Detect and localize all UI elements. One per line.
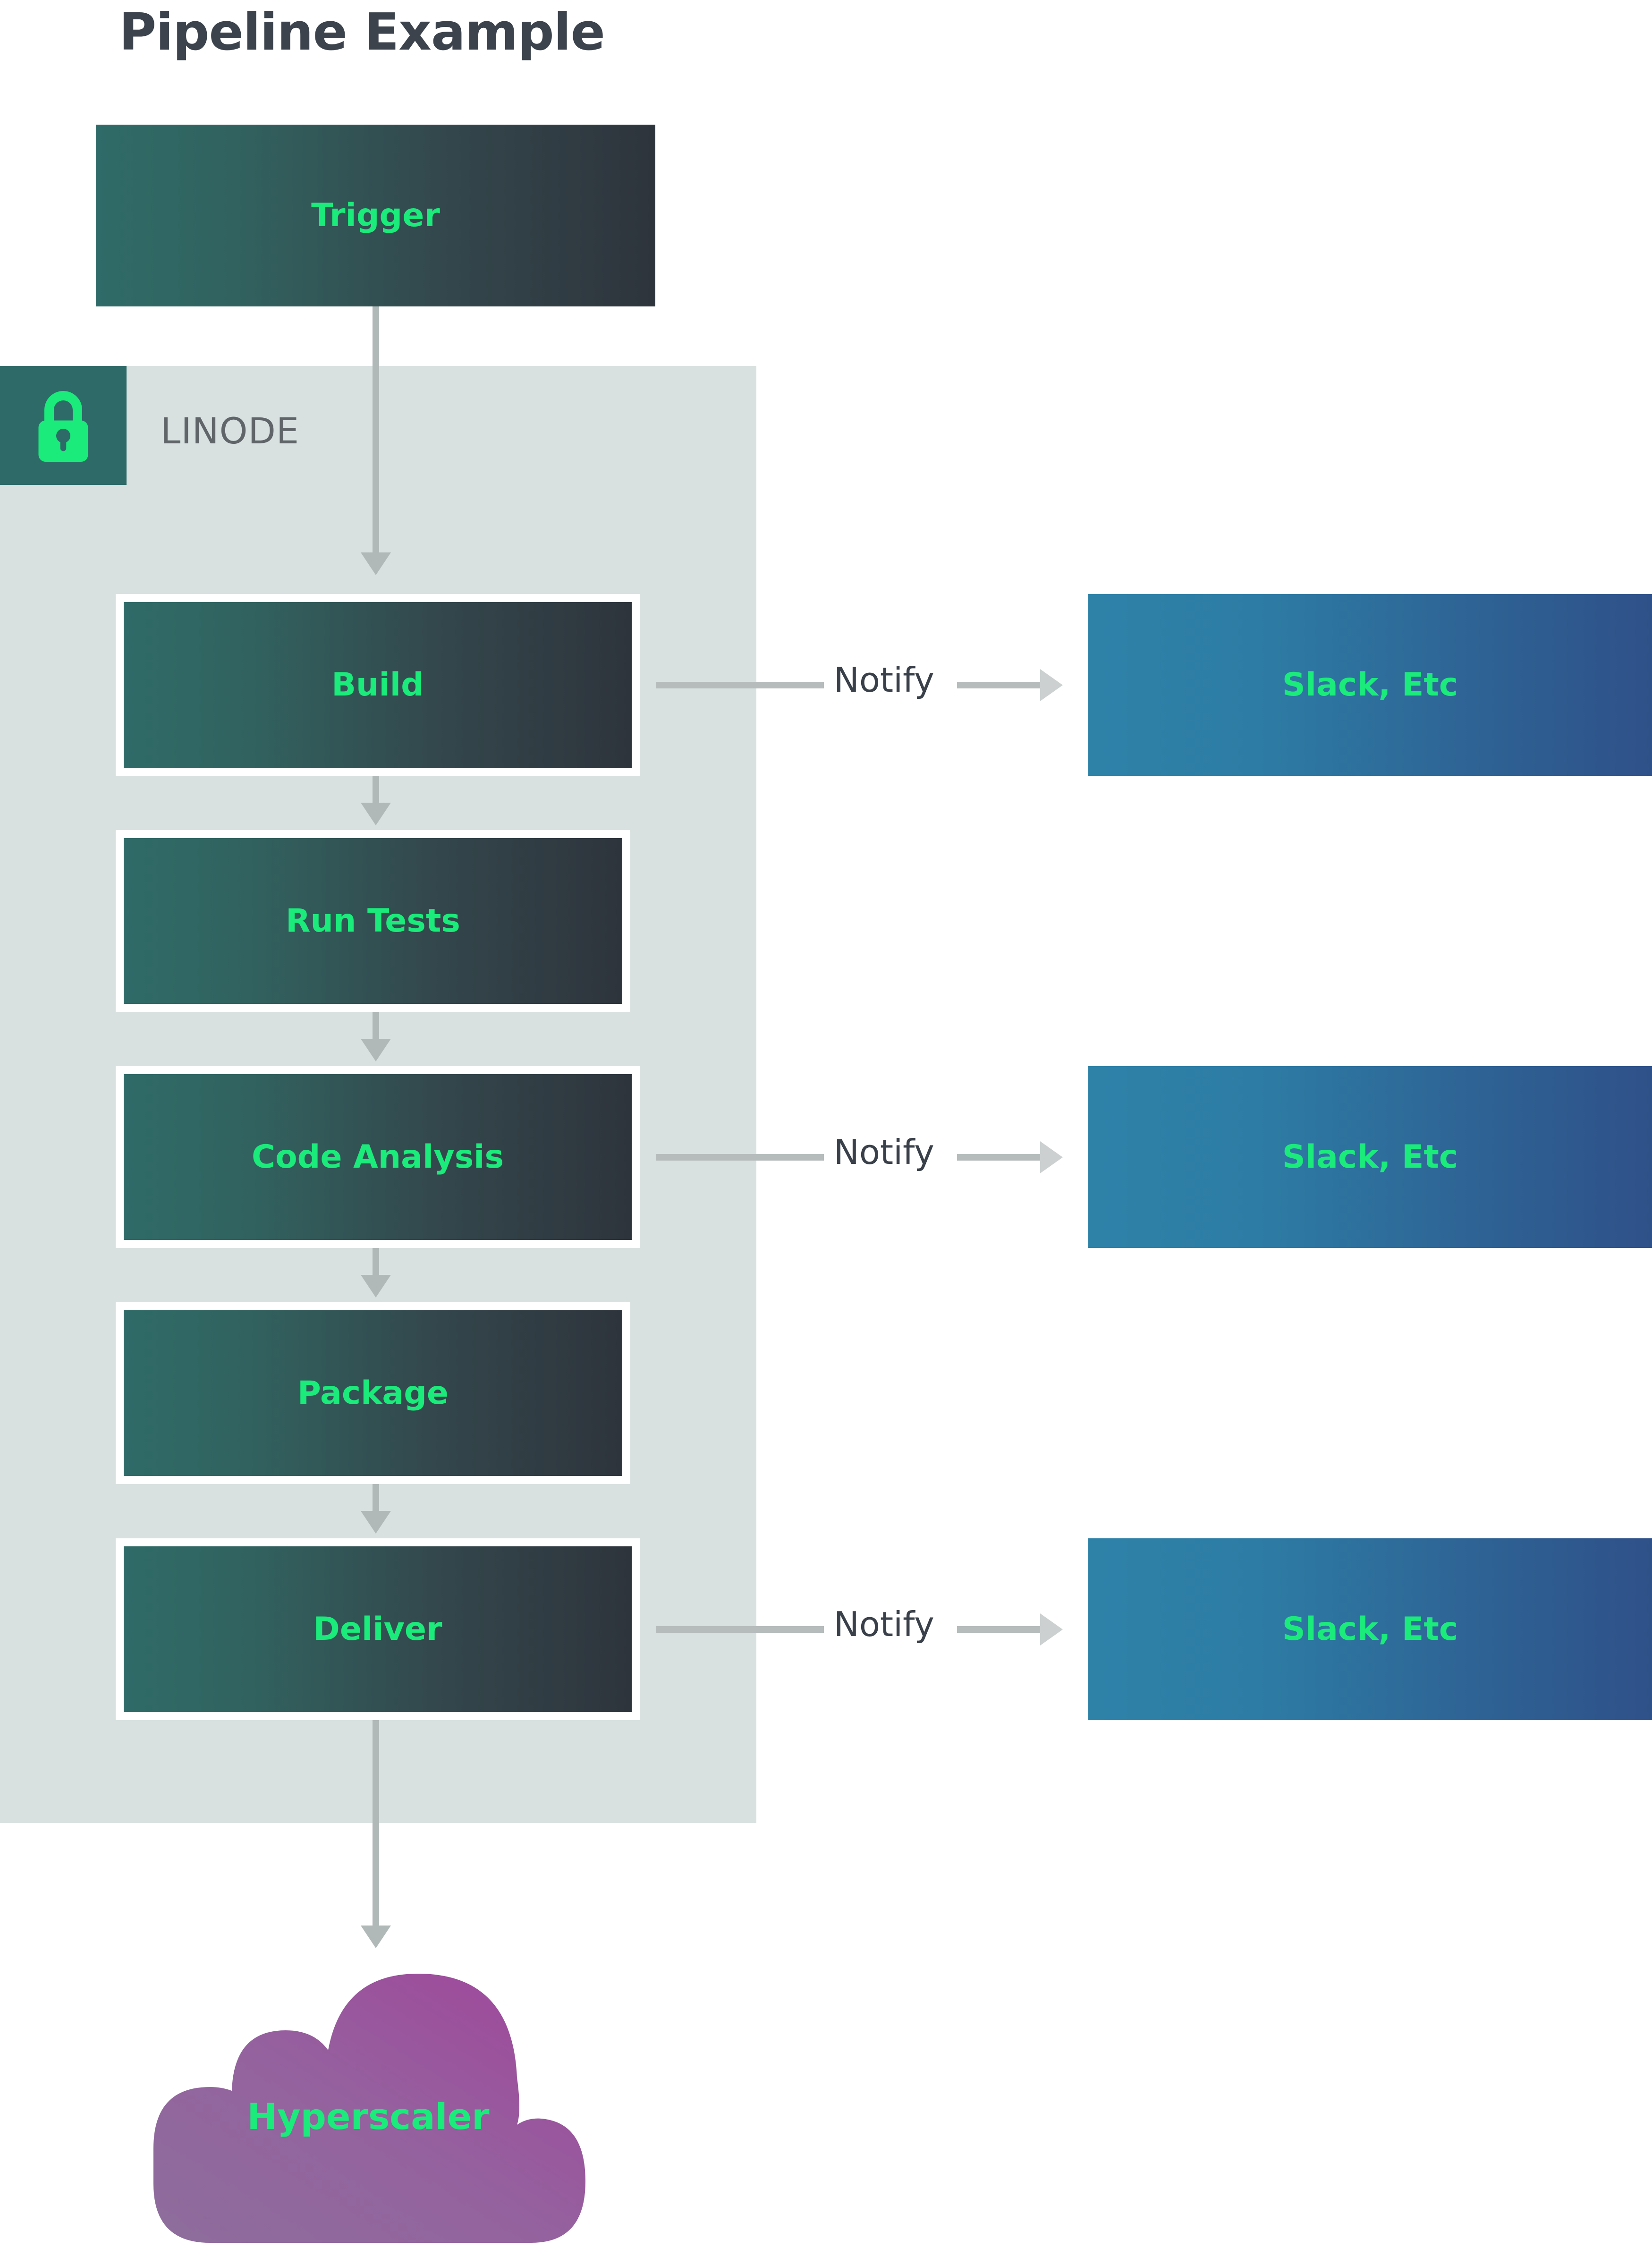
connector-code-analysis-to-slack-tail — [957, 1154, 1042, 1161]
node-code-analysis[interactable]: Code Analysis — [116, 1066, 640, 1248]
lock-badge — [0, 366, 127, 485]
node-deliver-label: Deliver — [313, 1611, 442, 1648]
connector-deliver-to-slack-arrowhead — [1040, 1613, 1063, 1646]
container-label: LINODE — [161, 410, 299, 452]
node-trigger-label: Trigger — [311, 197, 440, 234]
node-build-label: Build — [331, 666, 424, 704]
node-build[interactable]: Build — [116, 594, 640, 776]
node-hyperscaler[interactable]: Hyperscaler — [139, 1926, 597, 2243]
edge-label-notify-2: Notify — [834, 1132, 934, 1172]
connector-trigger-to-build — [373, 306, 379, 554]
node-run-tests-surface: Run Tests — [124, 838, 622, 1004]
lock-icon — [38, 391, 88, 462]
connector-run-tests-to-code-analysis-arrowhead — [361, 1039, 391, 1061]
node-slack-2[interactable]: Slack, Etc — [1088, 1066, 1652, 1248]
connector-deliver-to-hyperscaler — [373, 1720, 379, 1935]
node-slack-3[interactable]: Slack, Etc — [1088, 1538, 1652, 1720]
connector-build-to-run-tests-arrowhead — [361, 803, 391, 825]
node-build-surface: Build — [124, 602, 632, 768]
node-package-label: Package — [297, 1374, 449, 1412]
node-code-analysis-surface: Code Analysis — [124, 1074, 632, 1240]
node-slack-3-label: Slack, Etc — [1282, 1611, 1458, 1648]
connector-deliver-to-slack-stem — [656, 1626, 824, 1633]
node-slack-1[interactable]: Slack, Etc — [1088, 594, 1652, 776]
edge-label-notify-1: Notify — [834, 660, 934, 700]
node-run-tests-label: Run Tests — [286, 902, 460, 940]
node-deliver[interactable]: Deliver — [116, 1538, 640, 1720]
node-deliver-surface: Deliver — [124, 1546, 632, 1712]
page-title: Pipeline Example — [119, 3, 605, 62]
connector-trigger-to-build-arrowhead — [361, 552, 391, 575]
node-run-tests[interactable]: Run Tests — [116, 830, 630, 1012]
node-slack-1-label: Slack, Etc — [1282, 666, 1458, 704]
node-slack-2-label: Slack, Etc — [1282, 1138, 1458, 1176]
connector-deliver-to-slack-tail — [957, 1626, 1042, 1633]
node-package[interactable]: Package — [116, 1302, 630, 1484]
connector-build-to-slack-stem — [656, 682, 824, 688]
cloud-icon — [153, 1974, 585, 2243]
node-code-analysis-label: Code Analysis — [252, 1138, 504, 1176]
connector-package-to-deliver-arrowhead — [361, 1511, 391, 1534]
connector-deliver-to-hyperscaler-arrowhead — [361, 1926, 391, 1948]
connector-code-analysis-to-package-arrowhead — [361, 1275, 391, 1298]
connector-code-analysis-to-slack-arrowhead — [1040, 1141, 1063, 1173]
node-trigger[interactable]: Trigger — [96, 125, 655, 306]
node-package-surface: Package — [124, 1310, 622, 1476]
edge-label-notify-3: Notify — [834, 1604, 934, 1644]
connector-build-to-slack-tail — [957, 682, 1042, 688]
connector-code-analysis-to-slack-stem — [656, 1154, 824, 1161]
connector-build-to-slack-arrowhead — [1040, 669, 1063, 701]
